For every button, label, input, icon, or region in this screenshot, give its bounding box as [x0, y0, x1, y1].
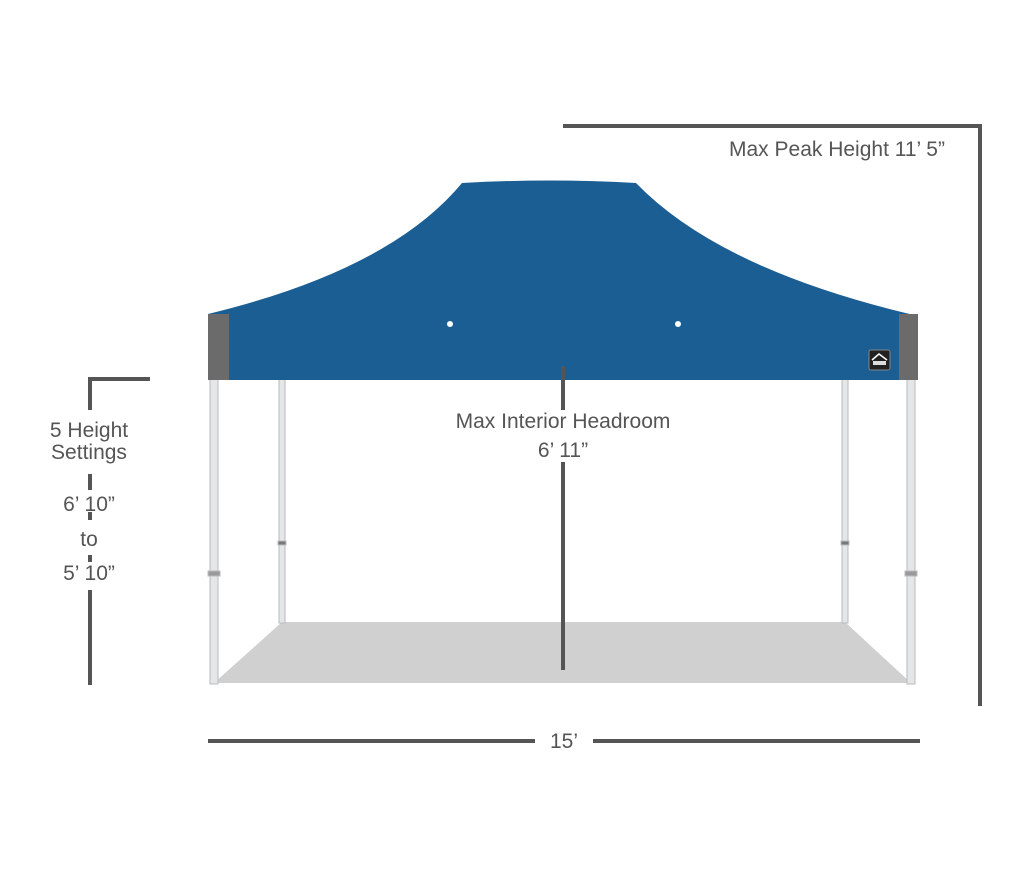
grommet: [675, 321, 681, 327]
valance-end-right: [899, 314, 918, 380]
height-min-label: 5’ 10”: [63, 562, 115, 585]
leg-back-right: [841, 377, 849, 624]
valance-end-left: [208, 314, 229, 380]
peak-height-line: [563, 124, 982, 706]
height-to-label: to: [80, 528, 98, 551]
height-settings-label: 5 Height: [49, 419, 129, 442]
headroom-label: Max Interior Headroom: [455, 410, 671, 433]
height-settings-line: [88, 377, 150, 685]
width-label: 15’: [549, 730, 579, 753]
grommet: [447, 321, 453, 327]
canopy-roof: [208, 180, 918, 330]
peak-height-label: Max Peak Height 11’ 5”: [729, 138, 945, 161]
height-settings-label: Settings: [51, 441, 127, 464]
dimension-lines: [88, 124, 982, 743]
leg-front-left: [209, 377, 219, 685]
leg-back-left: [278, 377, 286, 624]
height-max-label: 6’ 10”: [63, 493, 115, 516]
headroom-value: 6’ 11”: [537, 439, 589, 462]
brand-logo-icon: [868, 349, 891, 371]
leg-front-right: [906, 377, 916, 685]
